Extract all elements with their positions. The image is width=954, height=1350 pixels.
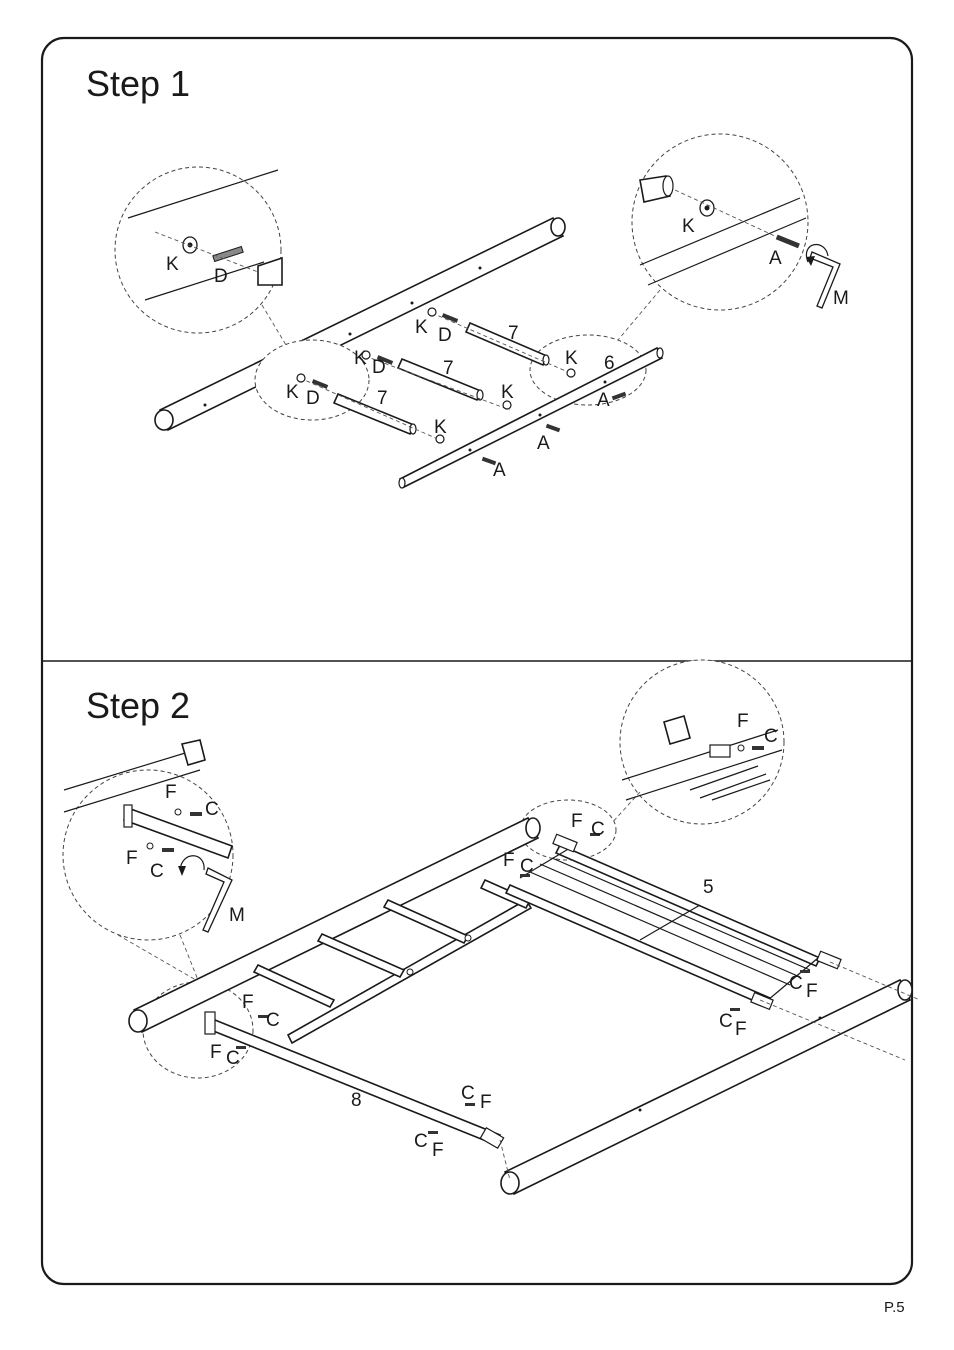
step-2-panel: Step 2 F C F C M: [63, 660, 920, 1194]
part-label: D: [438, 325, 452, 346]
step-2-title: Step 2: [86, 685, 190, 726]
part-label: A: [769, 248, 782, 269]
part-label: F: [503, 850, 515, 871]
part-label: C: [520, 856, 534, 877]
part-label: F: [480, 1092, 492, 1113]
step-1-panel: Step 1 K D: [86, 63, 849, 488]
part-label: K: [565, 348, 578, 369]
part-label: C: [789, 973, 803, 994]
part-label: K: [166, 254, 179, 275]
part-label: C: [719, 1011, 733, 1032]
part-label: F: [432, 1140, 444, 1161]
part-label: 7: [508, 323, 519, 344]
part-label: F: [126, 848, 138, 869]
step-2-zoom-left: F C F C M: [63, 740, 245, 980]
page-number: P.5: [884, 1299, 905, 1316]
step-1-title: Step 1: [86, 63, 190, 104]
part-label: C: [266, 1010, 280, 1031]
part-label: K: [682, 216, 695, 237]
part-label: 5: [703, 877, 714, 898]
part-label: C: [461, 1083, 475, 1104]
part-label: F: [210, 1042, 222, 1063]
part-label: D: [306, 388, 320, 409]
step-2-zoom-right: F C: [610, 660, 784, 825]
part-label: K: [501, 382, 514, 403]
part-label: C: [205, 799, 219, 820]
step-1-zoom-right: K A M: [618, 134, 849, 340]
part-label: C: [226, 1048, 240, 1069]
part-label: 7: [443, 358, 454, 379]
step-2-ladder-frame: [254, 880, 531, 1043]
part-label: K: [415, 317, 428, 338]
part-label: C: [591, 819, 605, 840]
part-label: F: [735, 1019, 747, 1040]
part-label: C: [150, 861, 164, 882]
part-label: F: [242, 992, 254, 1013]
part-label: K: [286, 382, 299, 403]
part-label: K: [354, 348, 367, 369]
part-label: M: [229, 905, 245, 926]
part-label: 6: [604, 353, 615, 374]
step-1-zoom-left: K D: [115, 167, 292, 355]
part-label: F: [165, 782, 177, 803]
part-label: F: [571, 811, 583, 832]
part-label: K: [434, 417, 447, 438]
part-label: 8: [351, 1090, 362, 1111]
part-label: A: [597, 390, 610, 411]
part-label: A: [537, 433, 550, 454]
part-label: A: [493, 460, 506, 481]
part-label: F: [806, 981, 818, 1002]
part-label: C: [414, 1131, 428, 1152]
step-2-front-rail: [501, 980, 912, 1194]
part-label: 7: [377, 388, 388, 409]
part-label: C: [764, 726, 778, 747]
part-label: M: [833, 288, 849, 309]
part-label: F: [737, 711, 749, 732]
part-label: D: [214, 266, 228, 287]
part-label: D: [372, 357, 386, 378]
